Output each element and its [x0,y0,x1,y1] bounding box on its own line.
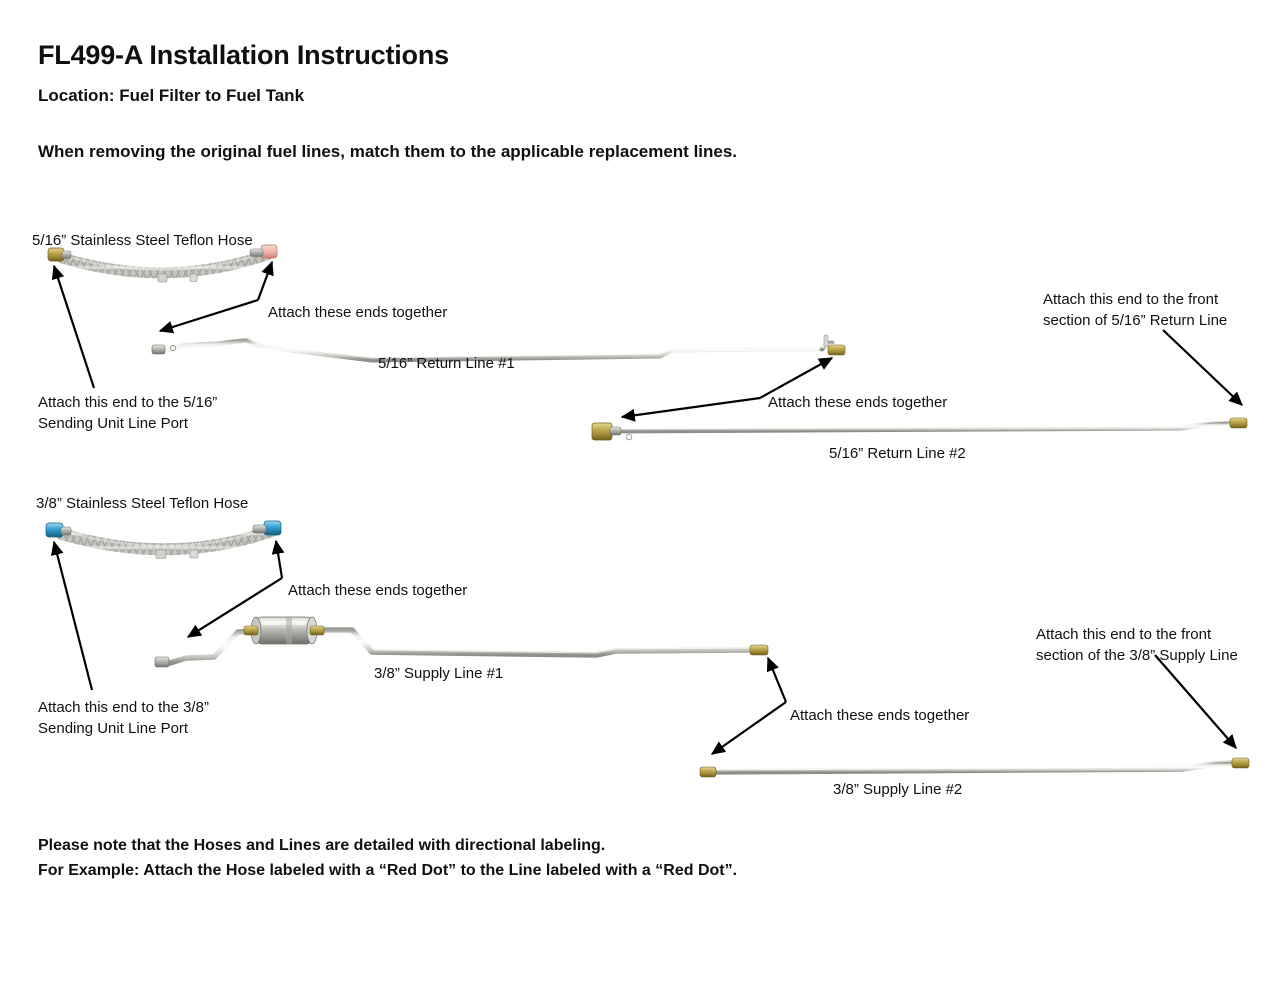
arrow-3-8-line1-to-line2-down [710,701,787,755]
label-3-8-supply-line-1: 3/8” Supply Line #1 [374,665,504,682]
hose-3-8-blue-dot-fitting-left [45,522,72,538]
line-3-8-supply-line-1 [154,616,769,668]
label-3-8-supply-line-2: 3/8” Supply Line #2 [833,781,963,798]
arrow-3-8-front-section [1154,654,1237,749]
label-attach-3-8-front-section: Attach this end to the front section of … [1036,626,1238,664]
line-5-16-return-1-fitting-left [151,344,177,355]
line-3-8-supply-1-fitting-right [749,644,769,656]
hose-3-8-stainless-teflon [45,520,282,559]
arrow-3-8-hose-to-line1-down [186,577,283,638]
label-attach-3-8-sending-unit: Attach this end to the 3/8” Sending Unit… [38,699,209,737]
arrow-5-16-hose-to-line1-down [158,298,259,334]
hose-5-16-red-dot-fitting-right [249,244,278,259]
inline-fuel-filter [243,616,325,645]
page-title: FL499-A Installation Instructions [38,40,449,70]
hose-3-8-blue-dot-fitting-right [252,520,282,536]
line-3-8-supply-1-fitting-left [154,656,170,668]
location-subtitle: Location: Fuel Filter to Fuel Tank [38,86,305,105]
arrow-5-16-line1-to-line2-up [759,357,834,399]
line-3-8-supply-2-fitting-right [1231,757,1250,769]
arrow-3-8-line1-to-line2-up [766,656,788,703]
label-attach-5-16-hose-to-line1: Attach these ends together [268,304,448,321]
matching-instruction: When removing the original fuel lines, m… [38,142,738,161]
arrow-5-16-front-section [1162,329,1243,406]
arrow-5-16-line1-to-line2-down [620,396,761,422]
label-attach-5-16-sending-unit: Attach this end to the 5/16” Sending Uni… [38,394,218,432]
label-5-16-return-line-2: 5/16” Return Line #2 [829,445,966,462]
directional-labeling-note: Please note that the Hoses and Lines are… [38,837,738,879]
line-3-8-supply-line-2 [699,757,1250,778]
label-hose-3-8: 3/8” Stainless Steel Teflon Hose [36,495,249,512]
label-attach-3-8-hose-to-line1: Attach these ends together [288,582,468,599]
label-hose-5-16: 5/16” Stainless Steel Teflon Hose [32,232,253,249]
line-5-16-return-1-fitting-right [819,334,846,356]
arrow-3-8-sending-unit [50,540,94,691]
arrow-5-16-hose-to-line1-up [256,260,274,301]
label-attach-5-16-front-section: Attach this end to the front section of … [1043,291,1228,329]
line-3-8-supply-2-fitting-left [699,766,717,778]
label-attach-5-16-line1-to-line2: Attach these ends together [768,394,948,411]
line-5-16-return-2-fitting-right [1229,417,1248,429]
line-5-16-return-2-fitting-left [591,422,633,441]
arrow-5-16-sending-unit [51,264,96,389]
label-5-16-return-line-1: 5/16” Return Line #1 [378,355,515,372]
line-5-16-return-line-2 [591,417,1248,441]
arrow-3-8-hose-to-line1-up [271,539,285,579]
label-attach-3-8-line1-to-line2: Attach these ends together [790,707,970,724]
